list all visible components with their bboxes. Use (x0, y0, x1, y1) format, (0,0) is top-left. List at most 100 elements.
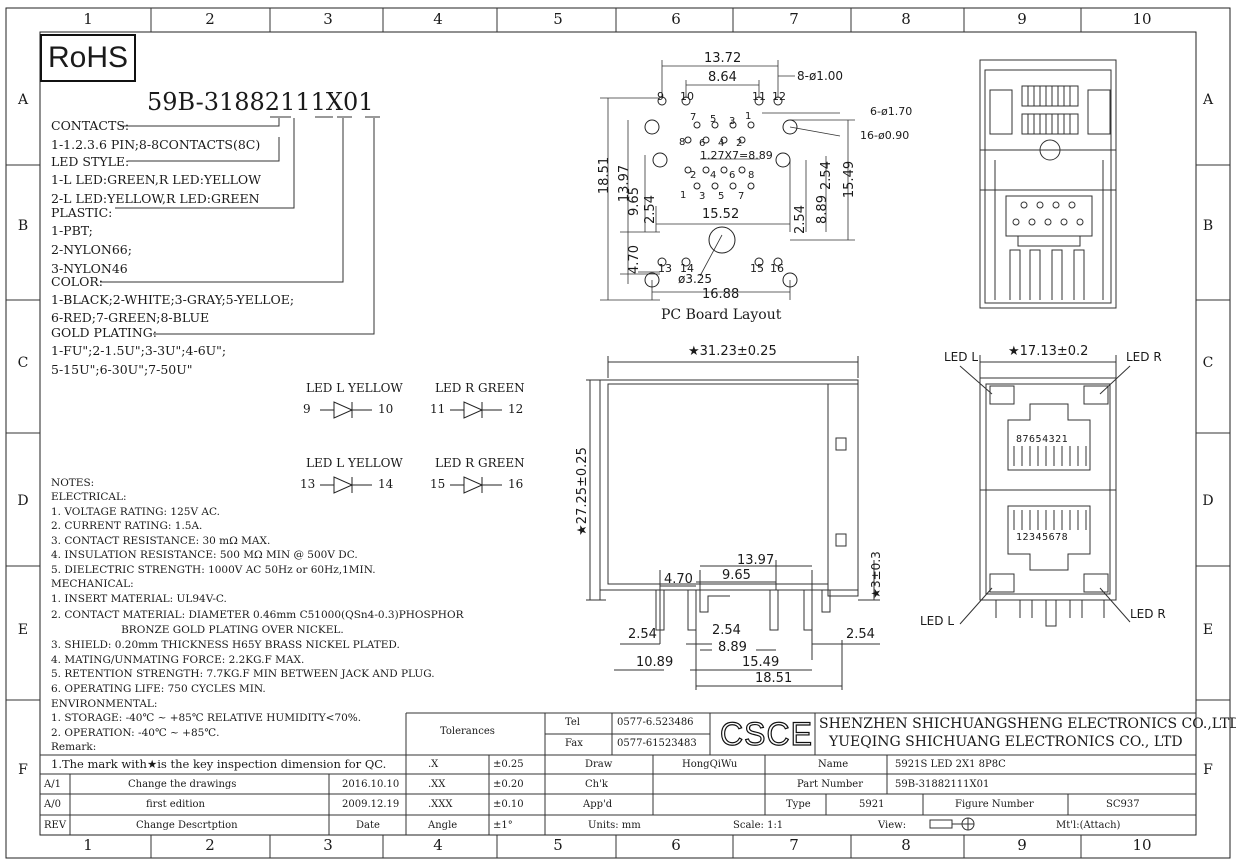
notes-line: 4. INSULATION RESISTANCE: 500 MΩ MIN @ 5… (51, 549, 358, 561)
dim-8-holes: 8-ø1.00 (797, 69, 844, 83)
zone-col-10-bottom: 10 (1132, 836, 1152, 854)
notes-line: 4. MATING/UNMATING FORCE: 2.2KG.F MAX. (51, 654, 305, 666)
option-leaders (100, 116, 380, 335)
pcb-top-pin: 7 (690, 112, 697, 123)
gold-heading: GOLD PLATING: (51, 325, 157, 340)
dim-13-72: 13.72 (704, 51, 742, 66)
date-header: Date (356, 820, 380, 831)
led-schematic-lines (320, 401, 502, 494)
rev-date-cell: 2016.10.10 (342, 779, 400, 790)
dim-side-height: ★27.25±0.25 (574, 447, 590, 536)
dim-pitch: 1.27X7=8.89 (700, 149, 773, 162)
zone-col-5-bottom: 5 (553, 836, 563, 854)
zone-col-9: 9 (1017, 10, 1027, 28)
dim-front-width: ★17.13±0.2 (1008, 344, 1089, 359)
zone-row-c-right: C (1202, 355, 1214, 371)
company-name-2: YUEQING SHICHUANG ELECTRONICS CO., LTD (829, 734, 1183, 750)
pcb-pin-13: 13 (658, 262, 672, 275)
led-pin-11: 11 (430, 402, 446, 416)
dim-side-15-49: 15.49 (742, 655, 780, 670)
notes-line: BRONZE GOLD PLATING OVER NICKEL. (51, 624, 344, 636)
front-pin-numbers-bottom: 12345678 (1016, 532, 1069, 543)
led-r-label-1: LED R GREEN (435, 381, 525, 395)
rev-header: REV (44, 820, 67, 831)
zone-row-a-right: A (1202, 92, 1214, 108)
pcb-layout-lines (600, 60, 855, 301)
led-r-top-label: LED R (1126, 350, 1162, 364)
zone-row-b: B (17, 218, 29, 234)
zone-col-3-bottom: 3 (323, 836, 333, 854)
tol-key: .X (428, 759, 439, 770)
tel-label: Tel (565, 717, 581, 728)
pcb-bottom-pin: 5 (718, 191, 725, 202)
tol-value: ±1° (493, 820, 513, 831)
zone-row-f-right: F (1203, 762, 1213, 778)
remark-line: 1.The mark with★is the key inspection di… (51, 757, 387, 771)
dim-side-8-89: 8.89 (718, 640, 747, 655)
pcb-top-pin: 6 (699, 138, 706, 149)
notes-line: NOTES: (51, 477, 95, 489)
notes-line: 3. SHIELD: 0.20mm THICKNESS H65Y BRASS N… (51, 639, 400, 651)
notes-line: 2. CONTACT MATERIAL: DIAMETER 0.46mm C51… (51, 609, 464, 621)
notes-line: ELECTRICAL: (51, 491, 127, 503)
zone-col-6-bottom: 6 (671, 836, 681, 854)
led-r-label-2: LED R GREEN (435, 456, 525, 470)
led-pin-14: 14 (378, 477, 394, 491)
zone-col-10: 10 (1132, 10, 1152, 28)
zone-col-1: 1 (83, 10, 93, 28)
dim-2-54-top-right: 2.54 (818, 161, 834, 190)
dim-side-2-54-right: 2.54 (846, 627, 875, 642)
side-view-lines (586, 356, 880, 690)
led-option-1: 1-L LED:GREEN,R LED:YELLOW (51, 172, 261, 187)
notes-line: 6. OPERATING LIFE: 750 CYCLES MIN. (51, 683, 266, 695)
units-label: Units: mm (588, 820, 641, 831)
dim-2-54-left: 2.54 (642, 195, 658, 224)
name-value: 5921S LED 2X1 8P8C (895, 759, 1006, 770)
rev-date-cell: 2009.12.19 (342, 799, 400, 810)
dim-9-65: 9.65 (626, 187, 642, 216)
rev-desc-cell: first edition (146, 799, 205, 810)
rev-cell: A/1 (44, 779, 61, 790)
zone-col-4: 4 (433, 10, 443, 28)
zone-row-d-right: D (1202, 493, 1214, 509)
plastic-option-2: 2-NYLON66; (51, 242, 132, 257)
led-pin-9: 9 (303, 402, 311, 416)
fax-label: Fax (565, 738, 583, 749)
led-pin-15: 15 (430, 477, 446, 491)
part-number-label: Part Number (797, 779, 863, 790)
notes-line: 5. RETENTION STRENGTH: 7.7KG.F MIN BETWE… (51, 668, 435, 680)
zone-ticks (6, 8, 1230, 858)
scale-label: Scale: 1:1 (733, 820, 784, 831)
pcb-bottom-pin: 8 (748, 170, 755, 181)
dim-6-holes: 6-ø1.70 (870, 105, 913, 118)
pcb-bottom-pin: 4 (710, 170, 717, 181)
view-label: View: (878, 820, 907, 831)
dim-8-89: 8.89 (814, 195, 830, 224)
type-label: Type (786, 799, 811, 810)
dim-8-64: 8.64 (708, 70, 737, 85)
color-heading: COLOR: (51, 274, 103, 289)
pcb-bottom-pin: 2 (690, 170, 697, 181)
notes-line: 5. DIELECTRIC STRENGTH: 1000V AC 50Hz or… (51, 564, 376, 576)
notes-line: Remark: (51, 741, 97, 753)
led-l-top-label: LED L (944, 350, 979, 364)
dim-2-54-right: 2.54 (792, 205, 808, 234)
zone-col-7: 7 (789, 10, 799, 28)
dim-15-52: 15.52 (702, 207, 740, 222)
pcb-pin-14: 14 (680, 262, 694, 275)
pcb-pin-15: 15 (750, 262, 764, 275)
type-value: 5921 (859, 799, 885, 810)
pcb-bottom-pin: 1 (680, 190, 687, 201)
pcb-top-pin: 8 (679, 137, 686, 148)
dim-side-2-54-left: 2.54 (628, 627, 657, 642)
zone-col-7-bottom: 7 (789, 836, 799, 854)
dim-3: ★3±0.3 (868, 551, 883, 599)
led-l-bottom-label: LED L (920, 614, 955, 628)
figure-number-label: Figure Number (955, 799, 1034, 810)
dim-15-49: 15.49 (842, 160, 858, 199)
rohs-badge: RoHS (40, 34, 136, 82)
tel-value: 0577-6.523486 (617, 717, 694, 728)
led-pin-10: 10 (378, 402, 394, 416)
zone-col-4-bottom: 4 (433, 836, 443, 854)
gold-option-1: 1-FU";2-1.5U";3-3U";4-6U"; (51, 343, 227, 358)
